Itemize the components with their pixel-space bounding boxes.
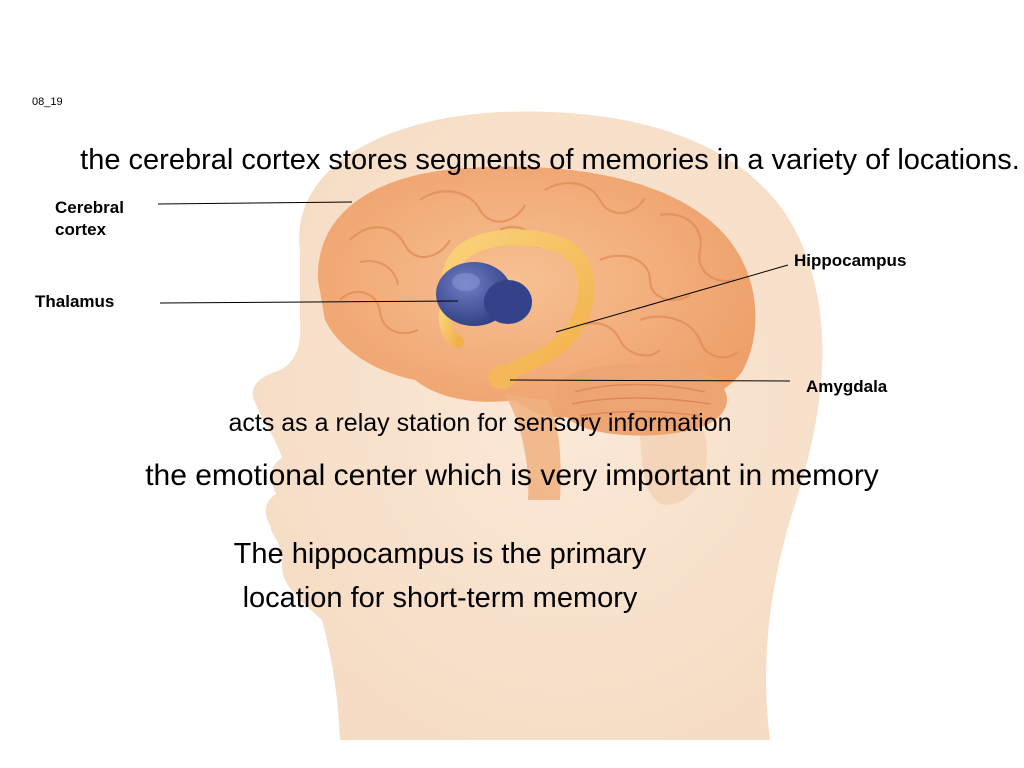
cortex-statement: the cerebral cortex stores segments of m… [80,144,1020,176]
brain-shape [317,166,756,421]
hippocampus-statement: The hippocampus is the primary location … [233,538,647,614]
leader-lines [157,201,791,382]
leader-amygdala [509,379,791,382]
thalamus-structure [436,262,532,326]
label-amygdala: Amygdala [806,377,888,396]
leader-hippocampus [555,264,789,333]
leader-cortex [157,201,353,205]
hippocampus-structure [442,229,595,383]
relay-statement: acts as a relay station for sensory info… [228,409,732,437]
leader-thalamus [159,300,459,304]
label-hippocampus: Hippocampus [794,251,907,270]
amygdala-structure [488,365,516,389]
label-cerebral-cortex: Cerebral cortex [55,198,124,239]
brain-folds [339,182,739,359]
brainstem [505,395,561,500]
cerebellum [555,363,727,436]
slide-id: 08_19 [32,96,63,108]
emotion-statement: the emotional center which is very impor… [145,459,879,492]
label-thalamus: Thalamus [35,292,115,311]
